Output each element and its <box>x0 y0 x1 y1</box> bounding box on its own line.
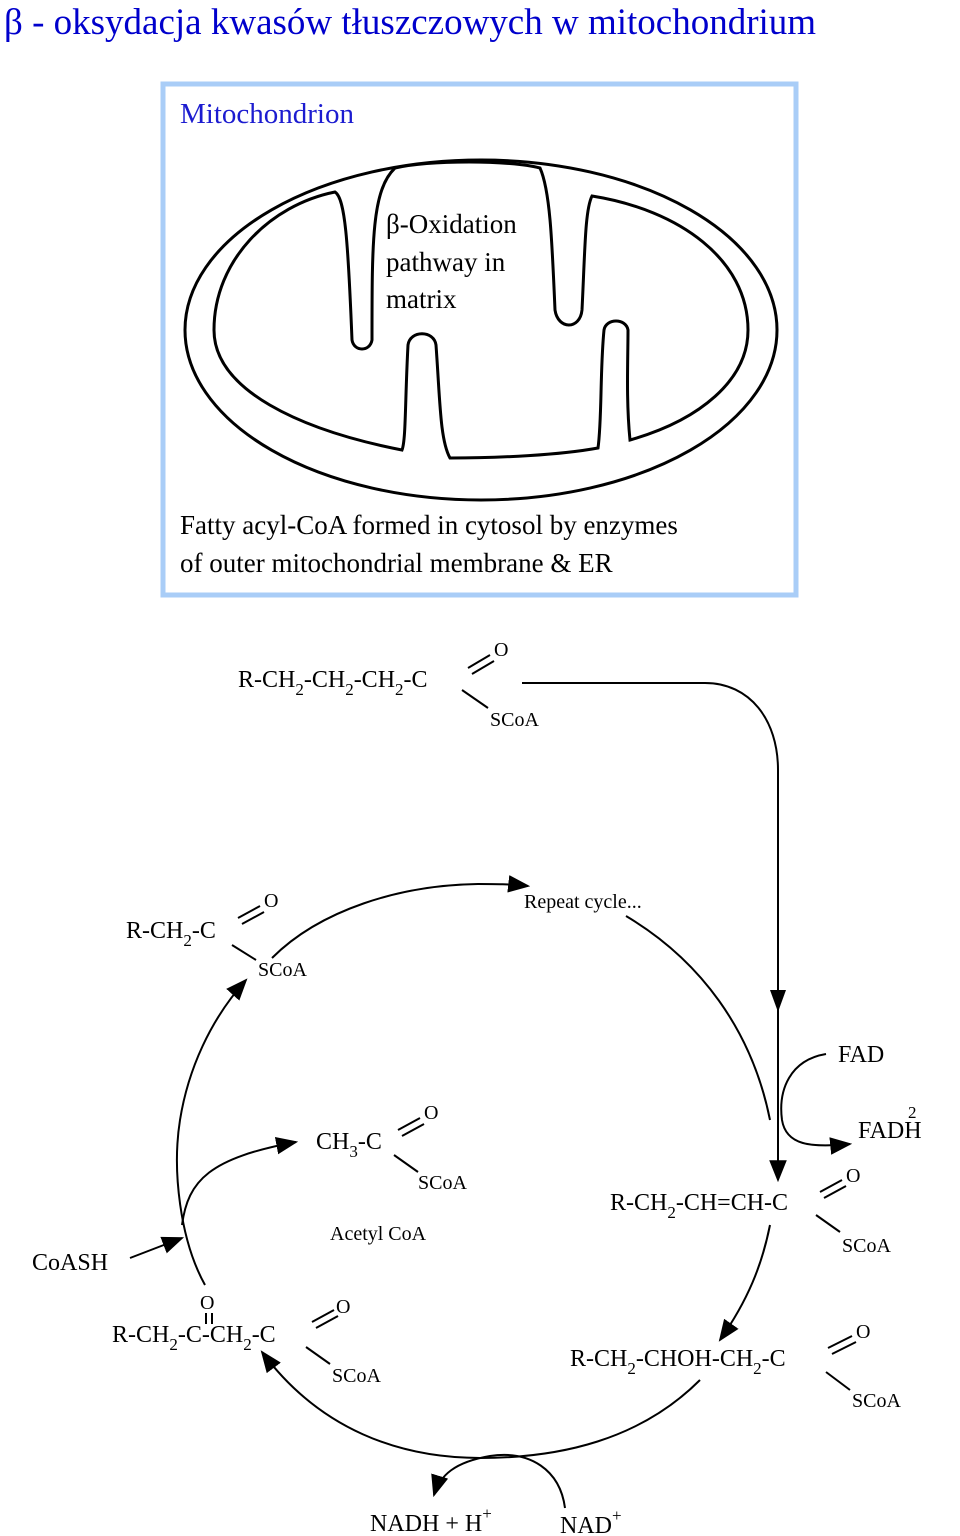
fadh2-label: FADH <box>858 1118 922 1144</box>
thiolysis-arc <box>176 978 248 1286</box>
hydroxyacyl-oxygen: O <box>856 1321 870 1343</box>
hydroxyacyl-scoa: SCoA <box>852 1390 901 1412</box>
enoyl-oxygen: O <box>846 1165 860 1187</box>
substrate-oxygen: O <box>494 639 508 661</box>
ketoacyl-coa: O R-CH2-C-CH2-C O SCoA <box>112 1292 381 1387</box>
hydroxyacyl-coa: R-CH2-CHOH-CH2-C O SCoA <box>570 1321 901 1412</box>
ketoacyl-scoa: SCoA <box>332 1365 381 1387</box>
repeat-cycle-label: Repeat cycle... <box>524 891 642 913</box>
matrix-label-line-3: matrix <box>386 284 457 314</box>
enoyl-coa: R-CH2-CH=CH-C O SCoA <box>610 1165 891 1257</box>
panel-caption-line-1: Fatty acyl-CoA formed in cytosol by enzy… <box>180 510 678 540</box>
coash-arrow <box>129 1236 185 1259</box>
mitochondrion-panel: Mitochondrion β-Oxidation pathway in mat… <box>160 81 799 598</box>
svg-text:R-CH2-CHOH-CH2-C: R-CH2-CHOH-CH2-C <box>570 1346 786 1378</box>
nad-label: NAD+ <box>560 1506 622 1536</box>
entry-arrow <box>522 682 787 1183</box>
fad-arrow <box>780 1053 853 1155</box>
inner-membrane <box>212 160 750 460</box>
shortened-scoa: SCoA <box>258 959 307 981</box>
repeat-arrow <box>271 875 531 959</box>
acetyl-coa: CH3-C O SCoA Acetyl CoA <box>316 1102 467 1245</box>
substrate-scoa: SCoA <box>490 709 539 731</box>
acetyl-coa-label: Acetyl CoA <box>330 1223 427 1245</box>
shortened-acyl-coa: R-CH2-C O SCoA <box>126 890 307 981</box>
hydration-arrow <box>718 1224 771 1342</box>
page-title: β - oksydacja kwasów tłuszczowych w mito… <box>4 2 817 43</box>
repeat-return-arc <box>625 915 771 1121</box>
svg-text:R-CH2-C: R-CH2-C <box>126 918 216 950</box>
matrix-label-line-2: pathway in <box>386 247 506 277</box>
acetyl-oxygen: O <box>424 1102 438 1124</box>
acetyl-branch-arrow <box>181 1136 299 1226</box>
nad-arrow <box>431 1454 566 1509</box>
nadh-label: NADH + H+ <box>370 1504 492 1536</box>
outer-membrane <box>183 158 779 502</box>
svg-text:R-CH2-CH2-CH2-C: R-CH2-CH2-CH2-C <box>238 667 428 699</box>
enoyl-scoa: SCoA <box>842 1235 891 1257</box>
panel-frame <box>160 81 799 598</box>
fadh2-subscript: 2 <box>908 1103 917 1122</box>
svg-text:CH3-C: CH3-C <box>316 1129 382 1161</box>
matrix-label-line-1: β-Oxidation <box>386 209 517 239</box>
fad-label: FAD <box>838 1042 884 1068</box>
mitochondrion-heading: Mitochondrion <box>180 98 354 130</box>
svg-text:R-CH2-CH=CH-C: R-CH2-CH=CH-C <box>610 1190 788 1222</box>
coash-label: CoASH <box>32 1250 108 1276</box>
acetyl-scoa: SCoA <box>418 1172 467 1194</box>
svg-text:R-CH2-C-CH2-C: R-CH2-C-CH2-C <box>112 1322 276 1354</box>
substrate-acyl-coa: R-CH2-CH2-CH2-C O SCoA <box>238 639 539 731</box>
ketoacyl-oxygen: O <box>336 1296 350 1318</box>
shortened-oxygen: O <box>264 890 278 912</box>
keto-oxygen: O <box>200 1292 214 1314</box>
panel-caption-line-2: of outer mitochondrial membrane & ER <box>180 548 613 578</box>
